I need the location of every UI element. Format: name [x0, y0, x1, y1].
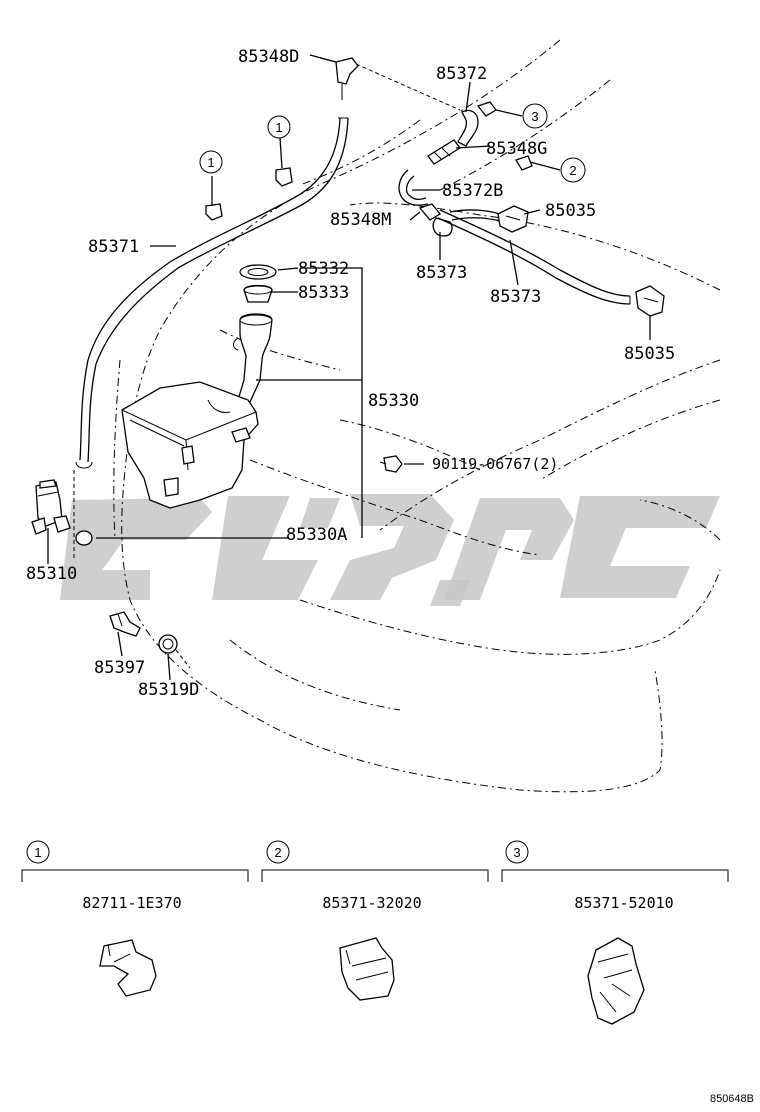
leader-lines [47, 54, 651, 681]
legend-item-2: 2 85371-32020 [261, 840, 489, 1001]
washer-tank-85330 [121, 264, 277, 509]
legend-item-1: 1 82711-1E370 [21, 840, 249, 997]
legend-part-no: 85371-52010 [574, 894, 673, 912]
callout-85330A: 85330A [286, 525, 347, 545]
vehicle-body-outline [113, 39, 721, 793]
callout-85371: 85371 [88, 237, 139, 257]
callout-85372: 85372 [436, 64, 487, 84]
callout-85310: 85310 [26, 564, 77, 584]
watermark [60, 494, 720, 606]
legend-part-no: 85371-32020 [322, 894, 421, 912]
svg-text:3: 3 [513, 845, 520, 860]
svg-text:3: 3 [531, 109, 538, 124]
marker-3: 3 [522, 103, 548, 129]
svg-text:2: 2 [569, 163, 576, 178]
callout-85373-left: 85373 [416, 263, 467, 283]
callout-85397: 85397 [94, 658, 145, 678]
svg-text:1: 1 [275, 120, 282, 135]
marker-1a: 1 [267, 115, 291, 139]
callout-85319D: 85319D [138, 680, 199, 700]
callout-85035-lower: 85035 [624, 344, 675, 364]
callout-85348D: 85348D [238, 47, 299, 67]
callout-85348G: 85348G [486, 139, 547, 159]
callout-85348M: 85348M [330, 210, 391, 230]
legend-part-no: 82711-1E370 [82, 894, 181, 912]
figure-reference: 850648B [710, 1093, 754, 1105]
svg-text:1: 1 [34, 845, 41, 860]
callout-85333: 85333 [298, 283, 349, 303]
washer-pump-85310 [31, 470, 93, 560]
svg-text:2: 2 [274, 845, 281, 860]
callout-85035-upper: 85035 [545, 201, 596, 221]
callout-85332: 85332 [298, 259, 349, 279]
marker-2: 2 [560, 157, 586, 183]
washer-hose-85371 [75, 117, 349, 469]
legend-item-3: 3 85371-52010 [501, 840, 729, 1025]
svg-text:1: 1 [207, 155, 214, 170]
callout-85372B: 85372B [442, 181, 503, 201]
small-fasteners [109, 455, 403, 669]
callout-85330: 85330 [368, 391, 419, 411]
marker-1b: 1 [199, 150, 223, 174]
callout-90119-06767: 90119-06767(2) [432, 455, 558, 473]
callout-85373-right: 85373 [490, 287, 541, 307]
